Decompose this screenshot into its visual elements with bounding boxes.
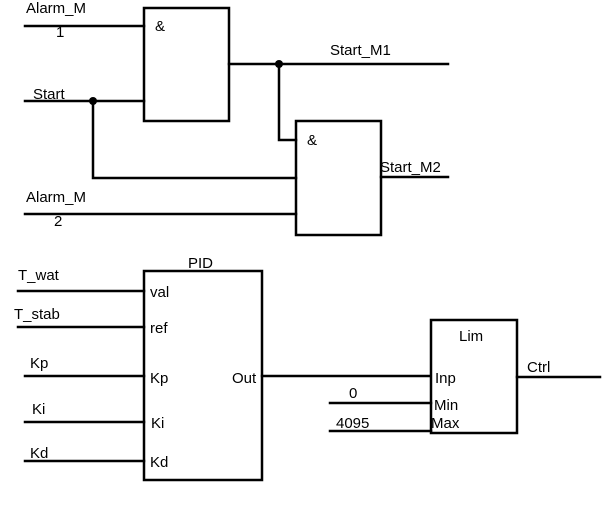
pid-port-ref: ref — [150, 320, 168, 337]
lim-title: Lim — [459, 328, 483, 345]
label-start-m2: Start_M2 — [380, 159, 441, 176]
and-gate-2-symbol: & — [307, 132, 317, 149]
label-alarm-m1-index: 1 — [56, 24, 64, 41]
lim-port-inp: Inp — [435, 370, 456, 387]
pid-title: PID — [188, 255, 213, 272]
pid-port-kp: Kp — [150, 370, 168, 387]
lim-port-min: Min — [434, 397, 458, 414]
wire-start-m1-feedback — [277, 62, 298, 142]
label-start: Start — [33, 86, 66, 103]
const-min-value: 0 — [349, 385, 357, 402]
label-ctrl: Ctrl — [527, 359, 550, 376]
const-max-value: 4095 — [336, 415, 369, 432]
pid-port-val: val — [150, 284, 169, 301]
wire-start-branch — [91, 99, 298, 180]
pid-port-kd: Kd — [150, 454, 168, 471]
label-kd: Kd — [30, 445, 48, 462]
lim-block — [429, 318, 519, 435]
label-t-stab: T_stab — [14, 306, 60, 323]
pid-port-out: Out — [232, 370, 257, 387]
and-gate-2 — [294, 119, 383, 237]
label-t-wat: T_wat — [18, 267, 60, 284]
label-alarm-m2: Alarm_M — [26, 189, 86, 206]
label-alarm-m1: Alarm_M — [26, 0, 86, 17]
lim-port-max: Max — [431, 415, 460, 432]
label-start-m1: Start_M1 — [330, 42, 391, 59]
label-alarm-m2-index: 2 — [54, 213, 62, 230]
label-ki: Ki — [32, 401, 45, 418]
pid-port-ki: Ki — [151, 415, 164, 432]
label-kp: Kp — [30, 355, 48, 372]
and-gate-1-symbol: & — [155, 18, 165, 35]
and-gate-1 — [142, 6, 231, 123]
